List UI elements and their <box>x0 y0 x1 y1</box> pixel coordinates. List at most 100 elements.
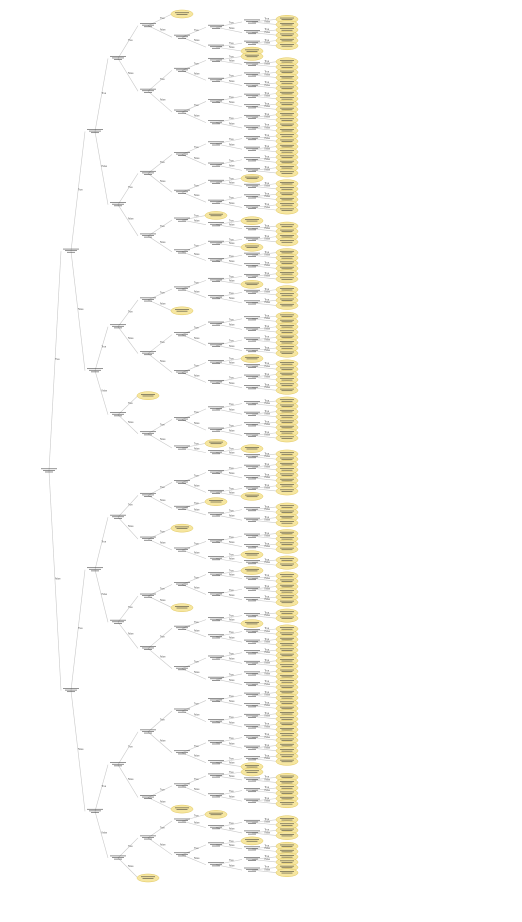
tree-edge <box>215 323 243 330</box>
node-text-line <box>246 641 258 643</box>
node-text-line <box>281 793 293 794</box>
edge-label: True <box>160 78 165 81</box>
node-text-line <box>210 164 222 165</box>
leaf-node <box>170 523 194 533</box>
edge-label: True <box>265 28 270 31</box>
tree-edge <box>117 25 139 59</box>
edge-label: False <box>265 508 271 511</box>
node-text-line <box>174 480 190 481</box>
split-node <box>244 40 260 45</box>
tree-edge <box>251 631 278 635</box>
node-text-line <box>208 406 224 408</box>
node-text-line <box>212 281 220 282</box>
node-text-line <box>144 539 152 541</box>
tree-edge <box>215 164 243 171</box>
tree-edge <box>215 594 243 601</box>
node-text-line <box>280 367 294 369</box>
node-text-line <box>280 33 294 35</box>
edge-label: False <box>229 742 235 745</box>
tree-edge <box>251 138 278 142</box>
edge-label: False <box>265 185 271 188</box>
node-text-line <box>281 713 293 715</box>
edge-label: False <box>265 423 271 426</box>
node-text-line <box>210 429 222 430</box>
split-node <box>208 44 224 49</box>
node-text-line <box>248 510 256 512</box>
tree-edge <box>215 795 243 802</box>
node-text-line <box>212 620 220 622</box>
node-text-line <box>208 427 224 429</box>
split-node <box>174 34 190 39</box>
node-text-line <box>140 593 156 595</box>
node-text-line <box>178 252 186 254</box>
node-text-line <box>281 120 293 121</box>
edge-label: False <box>265 254 271 257</box>
leaf-node <box>275 41 299 51</box>
split-node <box>244 125 260 130</box>
node-text-line <box>244 724 260 726</box>
node-text-line <box>212 515 220 517</box>
node-text-line <box>281 67 293 68</box>
tree-edge <box>117 857 139 879</box>
node-text-line <box>208 556 224 557</box>
edge-label: False <box>229 864 235 867</box>
node-text-line <box>281 671 293 672</box>
split-node <box>244 401 260 406</box>
split-node <box>208 321 224 326</box>
node-text-line <box>144 496 152 497</box>
node-text-line <box>210 540 222 542</box>
tree-edge <box>117 414 139 434</box>
node-text-line <box>281 72 293 74</box>
split-node <box>174 249 190 254</box>
node-text-line <box>280 796 294 798</box>
tree-edge <box>251 302 278 306</box>
node-text-line <box>210 657 222 658</box>
split-node <box>208 539 224 543</box>
node-text-line <box>174 67 190 69</box>
node-text-line <box>246 178 258 180</box>
edge-label: False <box>265 116 271 119</box>
node-text-line <box>281 326 293 328</box>
tree-edge <box>147 173 173 193</box>
split-node <box>208 258 224 262</box>
node-text-line <box>212 47 220 49</box>
node-text-line <box>178 585 186 586</box>
split-node <box>244 19 260 24</box>
node-text-line <box>176 447 188 448</box>
edge-label: True <box>265 484 270 487</box>
edge-label: True <box>229 570 234 573</box>
edge-label: False <box>265 73 271 76</box>
node-text-line <box>281 347 293 349</box>
tree-edge <box>215 291 243 298</box>
node-text-line <box>178 112 186 114</box>
node-text-line <box>280 627 294 628</box>
node-text-line <box>212 575 220 577</box>
edge-label: True <box>160 341 165 344</box>
node-text-line <box>281 846 293 847</box>
node-text-line <box>280 303 294 305</box>
tree-edge <box>215 466 243 473</box>
node-text-line <box>246 220 258 222</box>
node-text-line <box>208 740 224 742</box>
edge-label: False <box>265 614 271 617</box>
edge-label: False <box>265 704 271 707</box>
tree-edge <box>215 790 243 797</box>
tree-edge <box>251 254 278 259</box>
split-node <box>244 713 260 718</box>
tree-edge <box>251 747 278 752</box>
tree-edge <box>181 584 207 595</box>
tree-edge <box>215 452 243 457</box>
node-text-line <box>248 860 256 861</box>
tree-edge <box>251 276 278 280</box>
node-text-line <box>246 840 258 842</box>
split-node <box>208 512 224 517</box>
edge-label: False <box>194 422 200 425</box>
node-text-line <box>281 125 293 127</box>
node-text-line <box>281 734 293 736</box>
split-node <box>244 544 260 549</box>
node-text-line <box>280 91 294 93</box>
edge-label: True <box>265 670 270 673</box>
node-text-line <box>280 468 294 469</box>
split-node <box>244 252 260 257</box>
node-text-line <box>246 137 258 139</box>
